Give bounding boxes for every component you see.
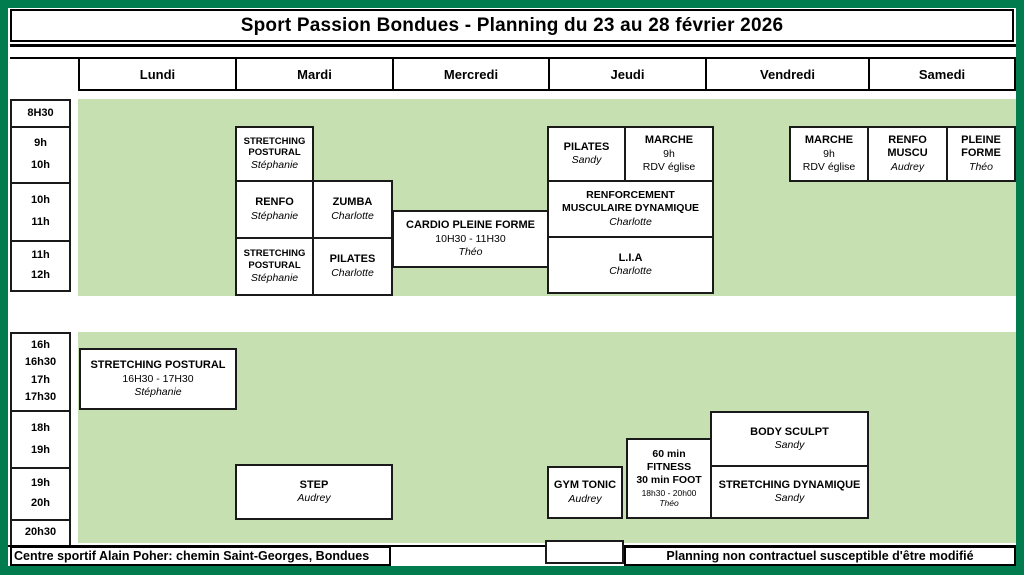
day-header-samedi: Samedi — [868, 57, 1016, 91]
clipped-class-card — [545, 540, 624, 564]
page-title: Sport Passion Bondues - Planning du 23 a… — [240, 14, 784, 36]
time-cell-20h30: 20h30 — [10, 519, 71, 547]
day-header-vendredi: Vendredi — [705, 57, 870, 91]
venue-address: Centre sportif Alain Poher: chemin Saint… — [10, 546, 391, 566]
day-header-mercredi: Mercredi — [392, 57, 550, 91]
footer-top-rule — [8, 545, 1016, 547]
day-header-lundi: Lundi — [78, 57, 237, 91]
day-header-jeudi: Jeudi — [548, 57, 707, 91]
disclaimer: Planning non contractuel susceptible d'ê… — [624, 546, 1016, 566]
title-divider — [10, 44, 1016, 47]
day-header-mardi: Mardi — [235, 57, 394, 91]
time-cell-8h30: 8H30 — [10, 99, 71, 128]
title-bar: Sport Passion Bondues - Planning du 23 a… — [10, 9, 1014, 42]
